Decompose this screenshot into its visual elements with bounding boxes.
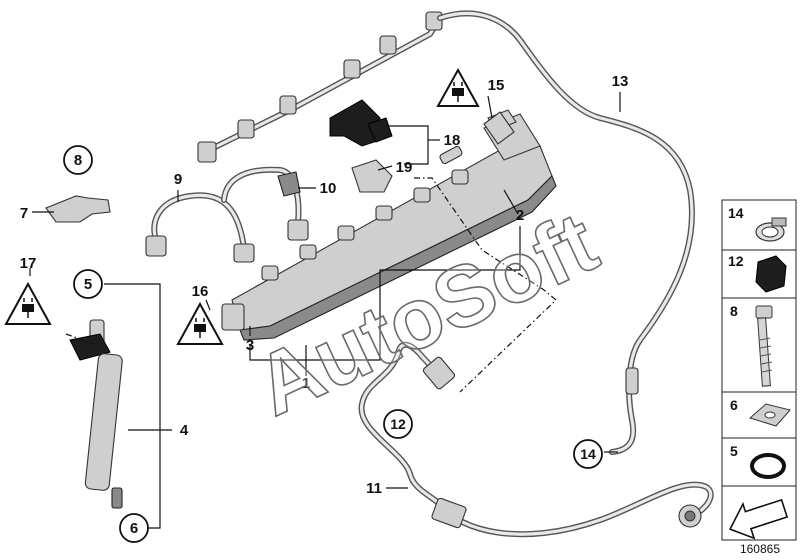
plug-icon bbox=[194, 318, 206, 338]
callout-18: 18 bbox=[444, 132, 461, 149]
callout-9: 9 bbox=[174, 171, 182, 188]
callout-17: 17 bbox=[20, 255, 37, 272]
rail-brackets bbox=[329, 99, 393, 193]
warning-triangle-icon bbox=[4, 281, 52, 325]
parts-panel: 14 12 8 6 5 bbox=[721, 199, 797, 541]
callout-8: 8 bbox=[74, 152, 82, 169]
callout-14: 14 bbox=[580, 446, 596, 462]
fuel-feed-line bbox=[358, 341, 714, 538]
callout-10: 10 bbox=[320, 180, 337, 197]
callout-circle-12 bbox=[383, 409, 413, 439]
grommet-icon bbox=[755, 255, 787, 293]
callout-6: 6 bbox=[130, 520, 138, 537]
callout-circle-5 bbox=[73, 269, 103, 299]
hose-clamp-icon bbox=[755, 217, 787, 242]
rail-ports bbox=[261, 169, 469, 281]
direction-arrow-icon bbox=[728, 498, 789, 540]
warning-triangle-icon bbox=[176, 301, 224, 345]
callout-1: 1 bbox=[302, 375, 310, 392]
seal-ring-icon bbox=[750, 453, 786, 479]
callout-19: 19 bbox=[396, 159, 413, 176]
callout-3: 3 bbox=[246, 337, 254, 354]
callout-labels: 1 2 3 4 5 6 7 8 9 10 11 12 13 14 15 16 1… bbox=[20, 73, 629, 537]
dash-leader-right bbox=[414, 177, 557, 393]
warning-triangle-icon bbox=[436, 67, 480, 107]
high-pressure-rail bbox=[221, 109, 557, 341]
panel-label-5: 5 bbox=[730, 443, 738, 459]
panel-label-14: 14 bbox=[728, 205, 744, 221]
callout-16: 16 bbox=[192, 283, 209, 300]
doc-number: 160865 bbox=[740, 542, 780, 556]
injector-wiring-harness bbox=[197, 11, 443, 163]
panel-label-8: 8 bbox=[730, 303, 738, 319]
panel-label-12: 12 bbox=[728, 253, 744, 269]
high-pressure-pipes bbox=[145, 166, 309, 263]
callout-7: 7 bbox=[20, 205, 28, 222]
injector-clip bbox=[45, 195, 111, 223]
washer-icon bbox=[748, 403, 791, 427]
plug-icon bbox=[22, 298, 34, 318]
hose-connector bbox=[277, 171, 301, 197]
fuel-return-line bbox=[437, 10, 695, 455]
dash-leader-left bbox=[65, 333, 95, 345]
callout-circle-6 bbox=[119, 513, 149, 543]
fuel-injector bbox=[69, 319, 123, 509]
callout-circle-8 bbox=[63, 145, 93, 175]
callout-2: 2 bbox=[516, 207, 524, 224]
callout-15: 15 bbox=[488, 77, 505, 94]
callout-4: 4 bbox=[180, 422, 189, 439]
bolt-icon bbox=[755, 305, 773, 387]
callout-12: 12 bbox=[390, 416, 406, 432]
rail-pressure-sensor bbox=[483, 111, 515, 145]
callout-11: 11 bbox=[366, 480, 382, 497]
plug-icon bbox=[452, 82, 464, 102]
callout-5: 5 bbox=[84, 276, 92, 293]
callout-13: 13 bbox=[612, 73, 629, 90]
callout-circle-14 bbox=[573, 439, 603, 469]
panel-label-6: 6 bbox=[730, 397, 738, 413]
